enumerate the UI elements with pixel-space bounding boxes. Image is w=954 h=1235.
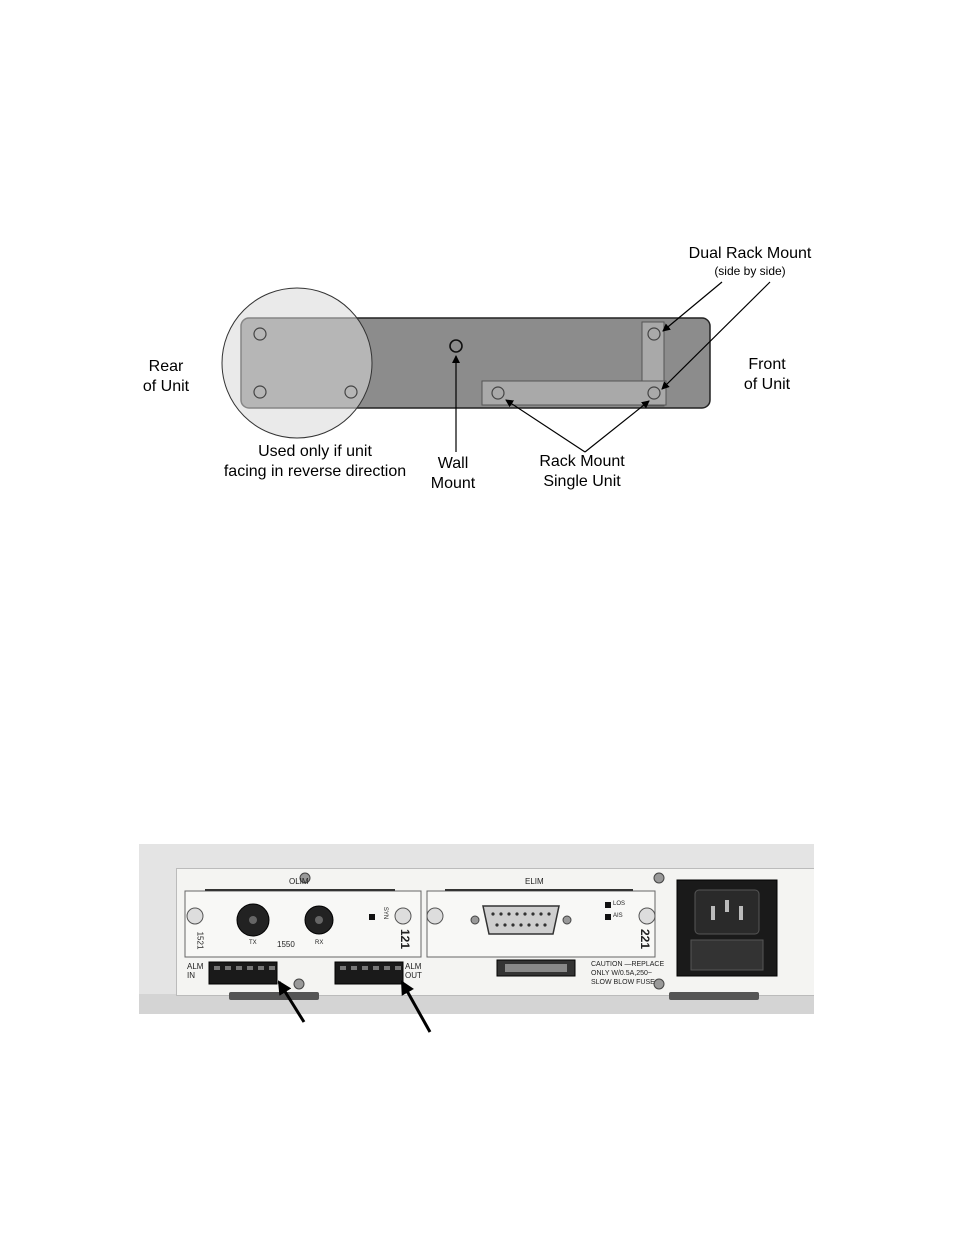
alarm-in-arrow [279,982,304,1022]
rear-highlight-circle [222,288,372,438]
alarm-pointer-arrows [0,960,954,1040]
tx-port-core [249,916,257,924]
olim-title: OLIM [289,877,309,886]
rack-mount-single-label: Rack Mount Single Unit [517,452,647,492]
power-pin-right [739,906,743,920]
dual-rack-label: Dual Rack Mount (side by side) [660,244,840,278]
rx-port-core [315,916,323,924]
syn-led-label: SYN [382,907,388,919]
ais-led [605,914,611,920]
chassis-screw [654,873,664,883]
reverse-direction-label: Used only if unit facing in reverse dire… [200,442,430,482]
rear-label: Rear of Unit [126,357,206,397]
olim-card [185,891,421,957]
olim-number: 121 [398,929,412,949]
power-pin-left [711,906,715,920]
tx-label: TX [249,940,257,946]
elim-title: ELIM [525,877,544,886]
olim-thumbscrew-left [187,908,203,924]
power-pin-mid [725,900,729,912]
single-rack-bracket [482,381,666,405]
db15-screw-left [471,916,479,924]
olim-wavelength: 1550 [277,940,295,949]
elim-thumbscrew-right [639,908,655,924]
olim-side-code: 1521 [195,932,204,950]
los-led-label: LOS [613,901,625,907]
olim-thumbscrew-right [395,908,411,924]
rx-label: RX [315,940,323,946]
los-led [605,902,611,908]
wall-mount-label: Wall Mount [413,454,493,494]
elim-thumbscrew-left [427,908,443,924]
syn-led [369,914,375,920]
db15-connector[interactable] [483,906,559,934]
db15-screw-right [563,916,571,924]
front-label: Front of Unit [727,355,807,395]
alarm-out-arrow [402,982,430,1032]
elim-number: 221 [638,929,652,949]
ais-led-label: AIS [613,913,623,919]
